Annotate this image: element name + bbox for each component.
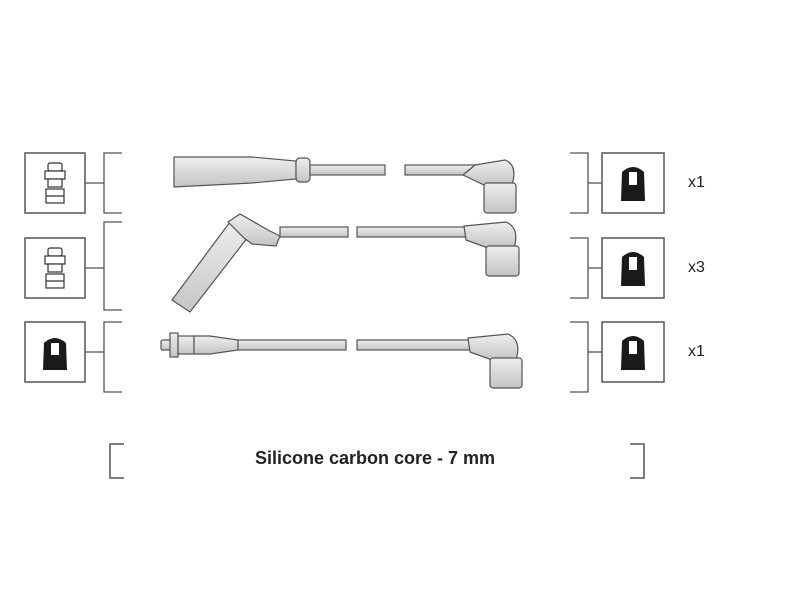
ignition-cable-1 [173, 156, 517, 214]
quantity-label-row-3: x1 [688, 343, 705, 360]
left-connector-box-3 [24, 321, 86, 383]
right-connector-box-3 [601, 321, 665, 383]
ignition-cable-2 [171, 213, 520, 313]
right-connector-box-1 [601, 152, 665, 214]
angled-coil-connector-icon [621, 167, 645, 201]
quantity-label-row-2: x3 [688, 259, 705, 276]
angled-coil-connector-icon [621, 336, 645, 370]
left-connector-box-2 [24, 237, 86, 299]
straight-spark-plug-connector-icon [44, 247, 66, 289]
straight-spark-plug-connector-icon [44, 162, 66, 204]
quantity-label-row-1: x1 [688, 174, 705, 191]
ignition-cable-3 [160, 332, 523, 389]
caption-brackets [109, 443, 645, 479]
right-connector-box-2 [601, 237, 665, 299]
angled-coil-connector-icon [621, 252, 645, 286]
angled-coil-connector-icon [43, 338, 67, 370]
left-brackets [85, 152, 122, 393]
right-brackets [570, 152, 602, 393]
cable-spec-caption: Silicone carbon core - 7 mm [254, 448, 496, 468]
left-connector-box-1 [24, 152, 86, 214]
